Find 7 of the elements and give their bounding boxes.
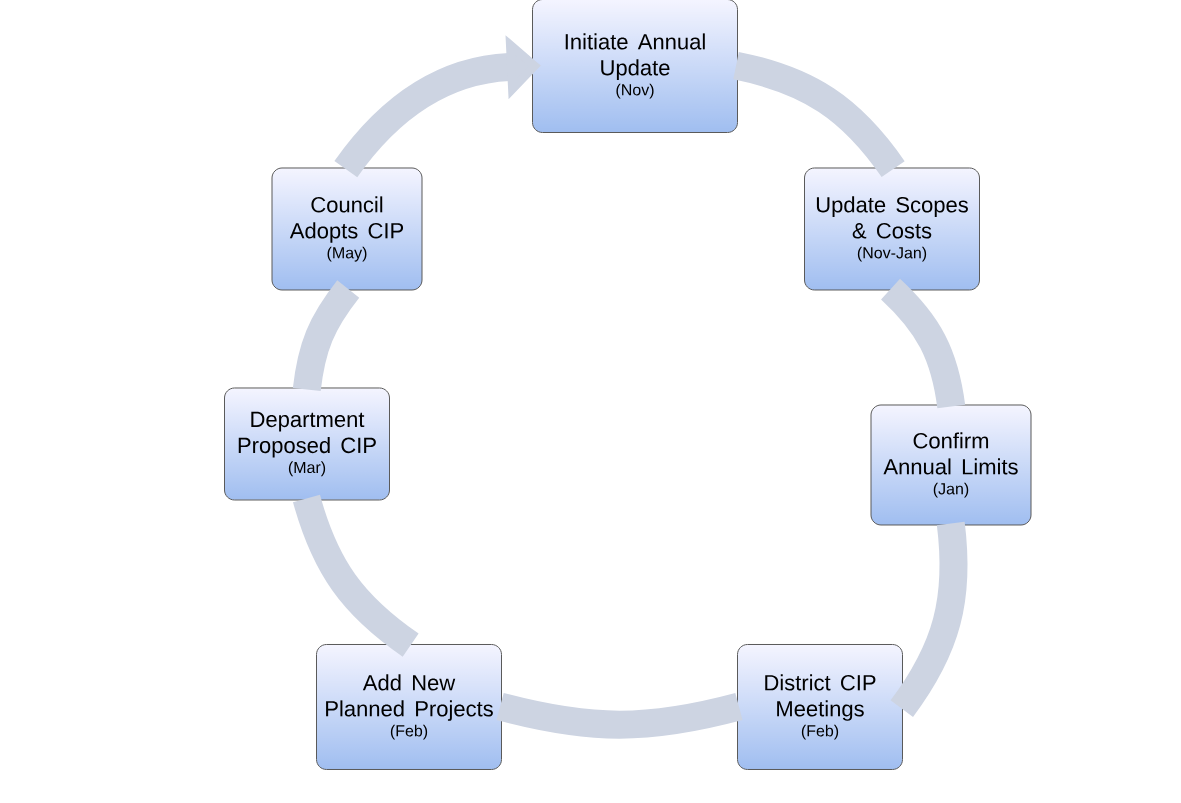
process-box: District CIP Meetings (Feb) [737, 644, 903, 770]
process-box: Initiate Annual Update (Nov) [532, 0, 738, 133]
process-box: Update Scopes & Costs (Nov-Jan) [804, 167, 980, 291]
process-box: Confirm Annual Limits (Jan) [870, 404, 1032, 526]
process-box: Department Proposed CIP (Mar) [224, 387, 390, 501]
process-box: Add New Planned Projects (Feb) [316, 644, 502, 770]
process-box: Council Adopts CIP (May) [271, 167, 423, 291]
